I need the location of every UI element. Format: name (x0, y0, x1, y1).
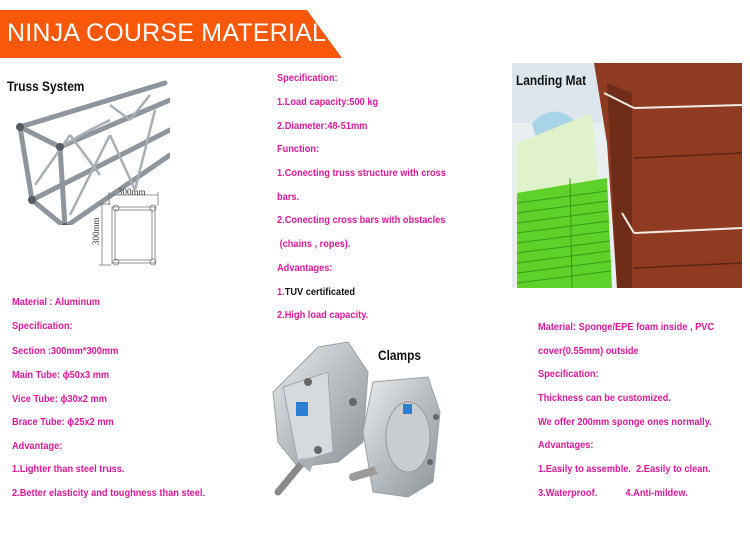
dimension-width-label: 300mm (118, 187, 146, 197)
truss-spec-line: 1.Lighter than steel truss. (12, 463, 125, 475)
landing-mat-label: Landing Mat (516, 72, 587, 88)
mat-spec-line: cover(0.55mm) outside (538, 345, 639, 357)
title-banner: NINJA COURSE MATERIAL (0, 10, 342, 58)
clamp-spec-line: (chains , ropes). (277, 238, 351, 250)
truss-spec-line: Specification: (12, 320, 73, 332)
dimension-height-label: 300mm (91, 217, 101, 245)
clamp-spec-line: Advantages: (277, 262, 333, 274)
clamps-label: Clamps (378, 347, 421, 363)
page-title: NINJA COURSE MATERIAL (7, 19, 327, 47)
clamp-advantage-2: 2.High load capacity. (277, 309, 369, 321)
truss-spec-line: Main Tube: ϕ50x3 mm (12, 369, 110, 381)
clamp-spec-line: 2.Diameter:48-51mm (277, 120, 368, 132)
clamp-advantage-1: 1.TUV certificated (277, 286, 355, 298)
clamp-spec-line: Specification: (277, 72, 338, 84)
truss-spec-line: Vice Tube: ϕ30x2 mm (12, 393, 107, 405)
mat-spec-line: Advantages: (538, 439, 594, 451)
clamp-spec-line: 1.Load capacity:500 kg (277, 96, 379, 108)
clamp-spec-line: 1.Conecting truss structure with cross (277, 167, 446, 179)
truss-cross-section-diagram (99, 192, 159, 266)
clamp-spec-line: bars. (277, 191, 300, 203)
advantage-number: 1. (277, 286, 285, 298)
truss-spec-line: Material : Aluminum (12, 296, 100, 308)
mat-spec-line: Specification: (538, 368, 599, 380)
truss-spec-line: Section :300mm*300mm (12, 345, 119, 357)
truss-image (16, 80, 170, 225)
truss-spec-line: Brace Tube: ϕ25x2 mm (12, 416, 114, 428)
truss-system-label: Truss System (7, 78, 85, 94)
mat-spec-line: 1.Easily to assemble. 2.Easily to clean. (538, 463, 711, 475)
banner-shape (0, 10, 342, 58)
truss-spec-line: 2.Better elasticity and toughness than s… (12, 487, 206, 499)
clamp-spec-line: 2.Conecting cross bars with obstacles (277, 214, 446, 226)
mat-spec-line: 3.Waterproof. 4.Anti-mildew. (538, 487, 688, 499)
mat-spec-line: Material: Sponge/EPE foam inside , PVC (538, 321, 715, 333)
landing-mat-image (512, 63, 742, 288)
advantage-text: TUV certificated (284, 286, 356, 298)
truss-spec-line: Advantage: (12, 440, 63, 452)
clamps-image (272, 341, 441, 498)
mat-spec-line: Thickness can be customized. (538, 392, 672, 404)
mat-spec-line: We offer 200mm sponge ones normally. (538, 416, 712, 428)
clamp-spec-line: Function: (277, 143, 320, 155)
